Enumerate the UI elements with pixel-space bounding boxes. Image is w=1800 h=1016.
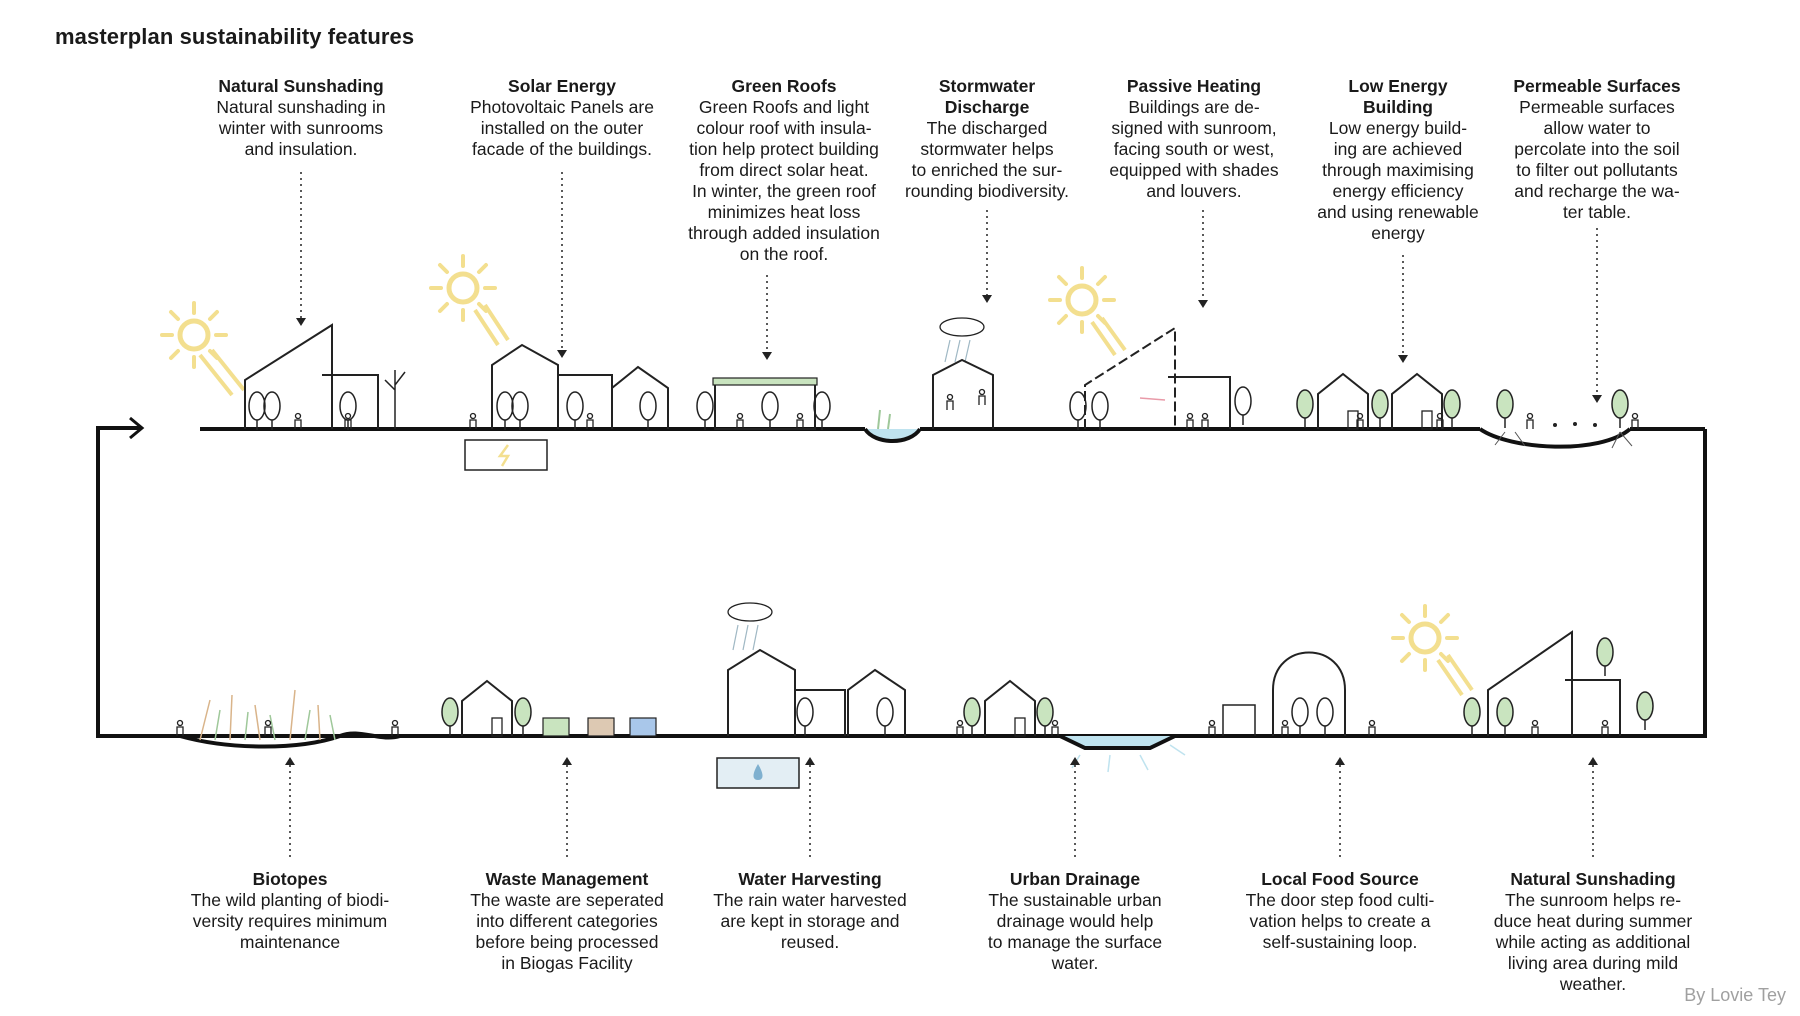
feature-title: Waste Management	[485, 869, 649, 889]
feature-description: Permeable surfaces allow water to percol…	[1514, 97, 1680, 222]
feature-description: The sunroom helps re- duce heat during s…	[1493, 890, 1693, 994]
feature-urban-drainage: Urban Drainage The sustainable urban dra…	[975, 869, 1175, 974]
feature-description: The sustainable urban drainage would hel…	[987, 890, 1163, 973]
feature-title: Solar Energy	[508, 76, 616, 96]
scene-natural-sunshading-bottom	[1393, 606, 1654, 737]
feature-waste-management: Waste Management The waste are seperated…	[467, 869, 667, 974]
battery-storage	[464, 439, 548, 471]
feature-local-food-source: Local Food Source The door step food cul…	[1240, 869, 1440, 953]
process-loop-line	[96, 426, 1707, 738]
author-credit: By Lovie Tey	[1684, 985, 1786, 1005]
feature-description: Natural sunshading in winter with sunroo…	[216, 97, 386, 159]
feature-water-harvesting: Water Harvesting The rain water harveste…	[710, 869, 910, 953]
feature-title: Natural Sunshading	[218, 76, 384, 96]
feature-description: The discharged stormwater helps to enric…	[904, 118, 1070, 201]
feature-biotopes: Biotopes The wild planting of biodi- ver…	[190, 869, 390, 953]
feature-title: Biotopes	[252, 869, 328, 889]
feature-permeable-surfaces: Permeable Surfaces Permeable surfaces al…	[1497, 76, 1697, 223]
feature-title: Local Food Source	[1261, 869, 1419, 889]
feature-description: The rain water harvested are kept in sto…	[713, 890, 907, 952]
scene-biotopes	[176, 689, 399, 741]
scene-urban-drainage	[956, 680, 1186, 773]
scene-stormwater	[877, 317, 994, 430]
feature-passive-heating: Passive Heating Buildings are de- signed…	[1094, 76, 1294, 202]
feature-description: Low energy build- ing are achieved throu…	[1317, 118, 1479, 243]
scene-green-roofs	[696, 377, 831, 431]
scene-water-harvesting	[716, 602, 906, 789]
scene-local-food	[1208, 651, 1376, 737]
scene-low-energy	[1296, 373, 1461, 430]
feature-title: Urban Drainage	[1009, 869, 1141, 889]
feature-title: Stormwater Discharge	[938, 76, 1036, 117]
feature-description: The waste are seperated into different c…	[470, 890, 664, 973]
scene-solar-energy	[431, 256, 669, 471]
feature-solar-energy: Solar Energy Photovoltaic Panels are ins…	[462, 76, 662, 160]
scene-natural-sunshading-top	[162, 303, 406, 431]
feature-description: Buildings are de- signed with sunroom, f…	[1109, 97, 1279, 201]
feature-low-energy-building: Low Energy Building Low energy build- in…	[1298, 76, 1498, 244]
feature-description: The door step food culti- vation helps t…	[1245, 890, 1435, 952]
biotope-mound	[179, 731, 401, 749]
feature-stormwater-discharge: Stormwater Discharge The discharged stor…	[887, 76, 1087, 202]
stormwater-dip	[863, 427, 922, 443]
loop-arrow-head	[129, 416, 145, 440]
scene-passive-heating	[1050, 268, 1252, 431]
drainage-channel	[1059, 734, 1176, 750]
feature-title: Green Roofs	[731, 76, 837, 96]
feature-description: Photovoltaic Panels are installed on the…	[470, 97, 654, 159]
rainwater-tank	[716, 757, 800, 789]
feature-description: The wild planting of biodi- versity requ…	[190, 890, 390, 952]
feature-green-roofs: Green Roofs Green Roofs and light colour…	[684, 76, 884, 265]
feature-description: Green Roofs and light colour roof with i…	[688, 97, 880, 264]
permeable-dip	[1478, 427, 1632, 449]
feature-title: Water Harvesting	[738, 869, 882, 889]
scene-permeable	[1494, 389, 1639, 449]
feature-title: Permeable Surfaces	[1513, 76, 1681, 96]
scene-waste-management	[441, 680, 657, 737]
feature-title: Passive Heating	[1126, 76, 1262, 96]
feature-natural-sunshading-top: Natural Sunshading Natural sunshading in…	[201, 76, 401, 160]
page-title: masterplan sustainability features	[55, 24, 415, 49]
feature-natural-sunshading-bottom: Natural Sunshading The sunroom helps re-…	[1493, 869, 1693, 995]
feature-title: Natural Sunshading	[1510, 869, 1676, 889]
feature-title: Low Energy Building	[1348, 76, 1448, 117]
